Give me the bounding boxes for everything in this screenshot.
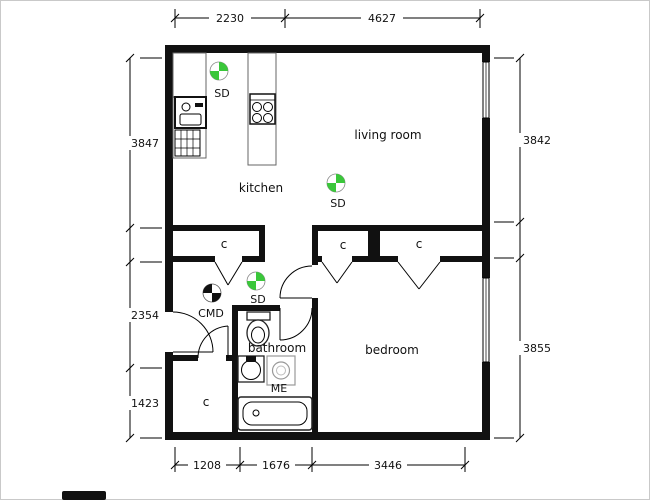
bedroom-label: bedroom	[365, 343, 419, 357]
closet2-label: c	[340, 238, 347, 252]
dim-label-bg	[126, 396, 163, 410]
wall-closet4-top-a	[173, 355, 198, 361]
closet3-double-door	[397, 261, 441, 290]
bathtub-icon	[237, 396, 313, 431]
dim-label-bg	[126, 308, 163, 322]
radiator-icon	[174, 129, 201, 157]
closet1-label: c	[221, 237, 228, 251]
window-right-lower	[482, 277, 490, 363]
dim-right-1: 3842	[523, 134, 551, 147]
sd2-label: SD	[330, 197, 345, 210]
wall-left-upper	[165, 45, 173, 312]
co-detector-icon	[202, 283, 222, 303]
wall-band-bottom-b	[242, 256, 265, 262]
walls	[165, 45, 490, 440]
bathroom-door	[279, 307, 313, 341]
wall-band-top-left	[173, 225, 265, 231]
dim-label-bg	[518, 341, 556, 355]
dim-label-bg	[209, 10, 251, 25]
wall-bottom	[165, 432, 490, 440]
dim-top-1: 2230	[216, 12, 244, 25]
entrance-door	[172, 311, 214, 353]
washing-machine-icon	[266, 355, 296, 386]
wall-closet3-left	[374, 231, 380, 262]
window-right-upper	[482, 61, 490, 119]
dim-left-1: 3847	[131, 137, 159, 150]
closet2-double-door	[321, 261, 353, 284]
dim-label-bg	[518, 133, 556, 147]
wall-closet3-bottom-b	[440, 256, 482, 262]
sd3-label: SD	[250, 293, 265, 306]
wall-closet1-right	[259, 225, 265, 262]
dim-label-bg	[369, 457, 407, 472]
dim-label-bg	[188, 457, 226, 472]
dim-bottom-2: 1676	[262, 459, 290, 472]
closet3-label: c	[416, 237, 423, 251]
stove-icon	[249, 93, 276, 125]
bathroom-label: bathroom	[248, 341, 306, 355]
wall-right-a	[482, 45, 490, 62]
dim-label-bg	[126, 136, 163, 150]
toilet-icon	[246, 311, 271, 347]
washbasin-icon	[237, 355, 265, 383]
dim-left-3: 1423	[131, 397, 159, 410]
sd1-label: SD	[214, 87, 229, 100]
bedroom-door	[279, 265, 313, 299]
wall-right-b	[482, 118, 490, 278]
wall-bathroom-left	[232, 305, 238, 432]
dim-right-2: 3855	[523, 342, 551, 355]
dim-label-bg	[361, 10, 403, 25]
dim-bottom-3: 3446	[374, 459, 402, 472]
dim-top-2: 4627	[368, 12, 396, 25]
dimension-bottom	[170, 447, 470, 472]
wall-bedroom-left	[312, 298, 318, 432]
smoke-detector-icon-3	[246, 271, 266, 291]
wall-bathroom-top	[232, 305, 280, 311]
dim-bottom-1: 1208	[193, 459, 221, 472]
bottom-left-black-bar	[62, 491, 106, 500]
wall-closet2-bottom-b	[352, 256, 374, 262]
wall-right-c	[482, 362, 490, 440]
dim-label-bg	[257, 457, 295, 472]
closet4-label: c	[203, 395, 210, 409]
dim-left-2: 2354	[131, 309, 159, 322]
me-label: ME	[271, 382, 287, 395]
dimension-right	[494, 53, 525, 443]
cmd-label: CMD	[198, 307, 224, 320]
wall-closet3-bottom-a	[374, 256, 398, 262]
wall-closet4-top-b	[226, 355, 238, 361]
kitchen-sink-icon	[174, 96, 207, 129]
smoke-detector-icon-1	[209, 61, 229, 81]
wall-left-lower	[165, 352, 173, 440]
living-room-label: living room	[354, 128, 421, 142]
wall-closet2-right	[368, 225, 374, 262]
wall-closet2-bottom-a	[312, 256, 322, 262]
smoke-detector-icon-2	[326, 173, 346, 193]
kitchen-label: kitchen	[239, 181, 283, 195]
closet1-double-door	[214, 261, 243, 286]
wall-top	[165, 45, 490, 53]
wall-band-bottom-a	[173, 256, 215, 262]
dimension-left	[125, 53, 162, 443]
wall-band-top-right	[312, 225, 482, 231]
closet4-door	[197, 325, 229, 359]
wall-corridor-stub	[312, 225, 318, 265]
